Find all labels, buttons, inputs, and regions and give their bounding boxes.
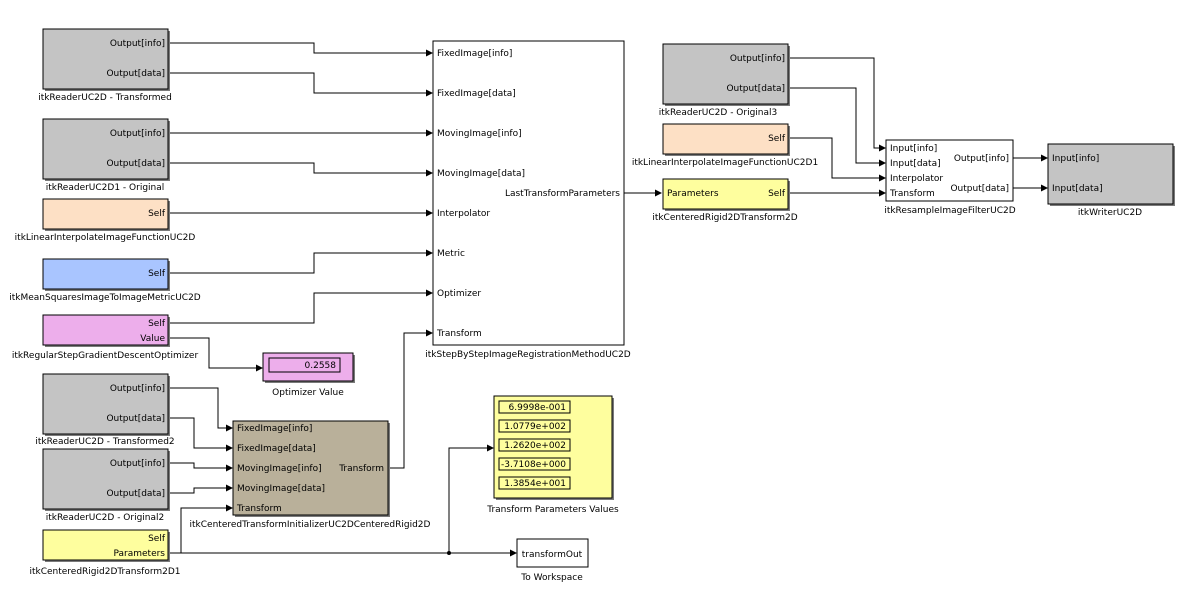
port-parameters: Parameters bbox=[667, 189, 719, 199]
reader-original3-label: itkReaderUC2D - Original3 bbox=[659, 108, 778, 118]
port-input-info: Input[info] bbox=[890, 144, 937, 154]
initializer-block[interactable]: FixedImage[info] FixedImage[data] Moving… bbox=[232, 420, 390, 517]
port-input-data: Input[data] bbox=[890, 159, 941, 169]
port-interpolator: Interpolator bbox=[890, 174, 943, 184]
param-value: 1.2620e+002 bbox=[504, 441, 566, 451]
param-values-display[interactable]: 6.9998e-001 1.0779e+002 1.2620e+002 -3.7… bbox=[493, 395, 614, 500]
param-value: -3.7108e+000 bbox=[501, 460, 566, 470]
port-value: Value bbox=[140, 334, 165, 344]
metric-label: itkMeanSquaresImageToImageMetricUC2D bbox=[9, 293, 201, 303]
reader-original-block[interactable]: Output[info] Output[data] bbox=[42, 118, 170, 181]
port-output-info: Output[info] bbox=[110, 129, 165, 139]
workspace-variable: transformOut bbox=[522, 550, 583, 560]
reader-transformed2-label: itkReaderUC2D - Transformed2 bbox=[35, 437, 174, 447]
port-self: Self bbox=[148, 534, 166, 544]
port-fixed-data: FixedImage[data] bbox=[437, 89, 516, 99]
port-moving-data: MovingImage[data] bbox=[437, 169, 525, 179]
reader-transformed-block[interactable]: Output[info] Output[data] bbox=[42, 28, 170, 91]
reader-transformed2-block[interactable]: Output[info] Output[data] bbox=[42, 373, 170, 436]
port-fixed-info: FixedImage[info] bbox=[437, 49, 512, 59]
initializer-label: itkCenteredTransformInitializerUC2DCente… bbox=[190, 520, 431, 530]
reader-transformed-label: itkReaderUC2D - Transformed bbox=[38, 93, 172, 103]
interpolator-block[interactable]: Self bbox=[42, 198, 170, 231]
rigid-transform1-label: itkCenteredRigid2DTransform2D1 bbox=[29, 567, 180, 577]
port-output-info: Output[info] bbox=[730, 54, 785, 64]
port-output-data: Output[data] bbox=[106, 489, 165, 499]
metric-block[interactable]: Self bbox=[42, 258, 170, 291]
port-self: Self bbox=[768, 189, 786, 199]
resample-label: itkResampleImageFilterUC2D bbox=[884, 206, 1015, 216]
port-output-info: Output[info] bbox=[110, 459, 165, 469]
optimizer-label: itkRegularStepGradientDescentOptimizer bbox=[12, 351, 199, 361]
port-fixed-info: FixedImage[info] bbox=[237, 424, 312, 434]
port-optimizer: Optimizer bbox=[437, 289, 481, 299]
port-transform: Transform bbox=[436, 329, 482, 339]
optimizer-value-readout: 0.2558 bbox=[305, 361, 337, 371]
optimizer-value-display[interactable]: 0.2558 bbox=[262, 352, 355, 383]
interpolator-label: itkLinearInterpolateImageFunctionUC2D bbox=[15, 233, 196, 243]
param-value: 1.3854e+001 bbox=[504, 479, 566, 489]
port-output-data: Output[data] bbox=[950, 184, 1009, 194]
param-value: 1.0779e+002 bbox=[504, 422, 566, 432]
port-transform: Transform bbox=[889, 189, 935, 199]
port-output-data: Output[data] bbox=[106, 69, 165, 79]
reader-original2-block[interactable]: Output[info] Output[data] bbox=[42, 448, 170, 511]
port-output-data: Output[data] bbox=[106, 159, 165, 169]
rigid-transform2-label: itkCenteredRigid2DTransform2D bbox=[652, 213, 797, 223]
connection-wires bbox=[168, 42, 1042, 554]
rigid-transform2-block[interactable]: Parameters Self bbox=[662, 178, 790, 211]
port-output-data: Output[data] bbox=[106, 414, 165, 424]
param-values-label: Transform Parameters Values bbox=[486, 505, 619, 515]
port-interpolator: Interpolator bbox=[437, 209, 490, 219]
port-moving-data: MovingImage[data] bbox=[237, 484, 325, 494]
branch-point bbox=[447, 551, 451, 555]
port-output-info: Output[info] bbox=[954, 154, 1009, 164]
optimizer-value-label: Optimizer Value bbox=[272, 388, 344, 398]
port-self: Self bbox=[148, 209, 166, 219]
param-value: 6.9998e-001 bbox=[509, 403, 566, 413]
to-workspace-block[interactable]: transformOut bbox=[516, 538, 589, 568]
port-output-info: Output[info] bbox=[110, 39, 165, 49]
port-self: Self bbox=[148, 269, 166, 279]
rigid-transform1-block[interactable]: Self Parameters bbox=[42, 529, 170, 562]
port-last-transform-parameters: LastTransformParameters bbox=[505, 189, 620, 199]
registration-block[interactable]: FixedImage[info] FixedImage[data] Moving… bbox=[432, 40, 625, 346]
port-moving-info: MovingImage[info] bbox=[437, 129, 522, 139]
port-output-data: Output[data] bbox=[726, 84, 785, 94]
port-moving-info: MovingImage[info] bbox=[237, 464, 322, 474]
port-output-info: Output[info] bbox=[110, 384, 165, 394]
writer-block[interactable]: Input[info] Input[data] bbox=[1047, 143, 1175, 206]
port-input-info: Input[info] bbox=[1052, 154, 1099, 164]
port-metric: Metric bbox=[437, 249, 465, 259]
registration-label: itkStepByStepImageRegistrationMethodUC2D bbox=[425, 350, 631, 360]
reader-original3-block[interactable]: Output[info] Output[data] bbox=[662, 43, 790, 106]
interpolator2-label: itkLinearInterpolateImageFunctionUC2D1 bbox=[632, 158, 818, 168]
resample-block[interactable]: Input[info] Input[data] Interpolator Tra… bbox=[885, 139, 1014, 202]
reader-original2-label: itkReaderUC2D - Original2 bbox=[46, 513, 165, 523]
to-workspace-label: To Workspace bbox=[520, 573, 583, 583]
port-transform-out: Transform bbox=[338, 464, 384, 474]
reader-original-label: itkReaderUC2D1 - Original bbox=[46, 183, 165, 193]
connection-arrows bbox=[226, 49, 1048, 557]
port-parameters: Parameters bbox=[113, 549, 165, 559]
port-self: Self bbox=[768, 134, 786, 144]
optimizer-block[interactable]: Self Value bbox=[42, 314, 170, 347]
port-transform-in: Transform bbox=[236, 504, 282, 514]
port-input-data: Input[data] bbox=[1052, 184, 1103, 194]
port-fixed-data: FixedImage[data] bbox=[237, 444, 316, 454]
port-self: Self bbox=[148, 319, 166, 329]
writer-label: itkWriterUC2D bbox=[1078, 208, 1142, 218]
interpolator2-block[interactable]: Self bbox=[662, 123, 790, 156]
